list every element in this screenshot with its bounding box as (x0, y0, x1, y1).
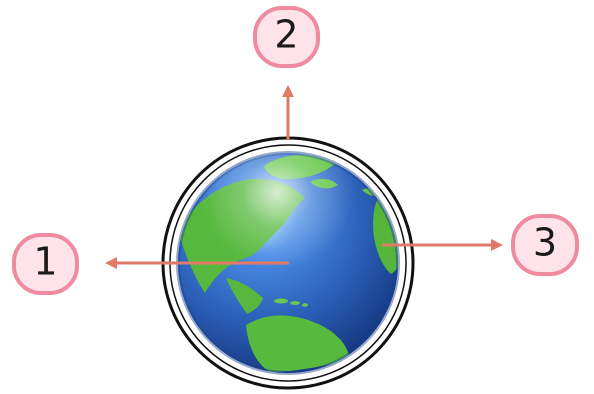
label-2-text: 2 (274, 13, 298, 57)
label-3-text: 3 (533, 221, 557, 265)
label-1-text: 1 (33, 240, 57, 284)
label-2: 2 (255, 8, 318, 66)
label-3: 3 (513, 216, 577, 274)
label-1: 1 (14, 235, 77, 293)
